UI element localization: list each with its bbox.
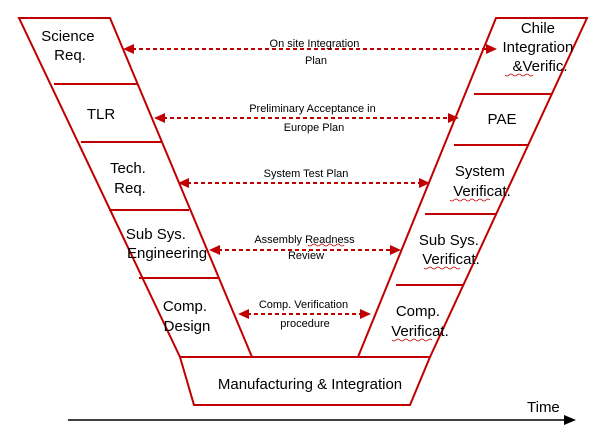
left-block-tech-req: Tech. Req. — [110, 160, 150, 197]
link-arrow-4 — [209, 245, 401, 255]
link-label-on-site-integration: On site Integration Plan — [270, 38, 363, 67]
link-arrow-2 — [154, 113, 459, 123]
right-block-pae: PAE — [488, 111, 517, 128]
bottom-block-outline — [178, 356, 432, 406]
link-label-system-test-plan: System Test Plan — [264, 168, 349, 180]
spell-squiggle — [307, 243, 345, 247]
link-label-assembly-readness: Assembly Readness Review — [254, 234, 357, 262]
right-block-system-verificat: System Verificat. — [453, 163, 511, 200]
time-axis-arrow — [68, 415, 576, 425]
link-arrow-1 — [123, 44, 497, 54]
spell-squiggle — [423, 266, 461, 270]
left-block-science-req: Science Req. — [41, 28, 99, 64]
right-block-comp-verificat: Comp. Verificat. — [391, 303, 449, 340]
spell-squiggle — [504, 73, 534, 77]
spell-squiggle — [449, 198, 491, 202]
link-label-preliminary-acceptance: Preliminary Acceptance in Europe Plan — [249, 103, 379, 134]
left-block-tlr: TLR — [87, 106, 116, 123]
time-axis-label: Time — [527, 399, 560, 416]
link-arrow-5 — [238, 309, 371, 319]
spell-squiggle — [391, 338, 433, 342]
right-block-sub-sys-verificat: Sub Sys. Verificat. — [419, 232, 483, 268]
left-block-sub-sys-engineering: Sub Sys. Engineering — [126, 226, 207, 262]
bottom-block-label: Manufacturing & Integration — [218, 376, 402, 393]
left-block-comp-design: Comp. Design — [163, 298, 211, 335]
link-label-comp-verification: Comp. Verification procedure — [259, 299, 351, 330]
link-arrow-3 — [178, 178, 430, 188]
right-block-chile-integration: Chile Integration &Verific. — [502, 20, 577, 75]
